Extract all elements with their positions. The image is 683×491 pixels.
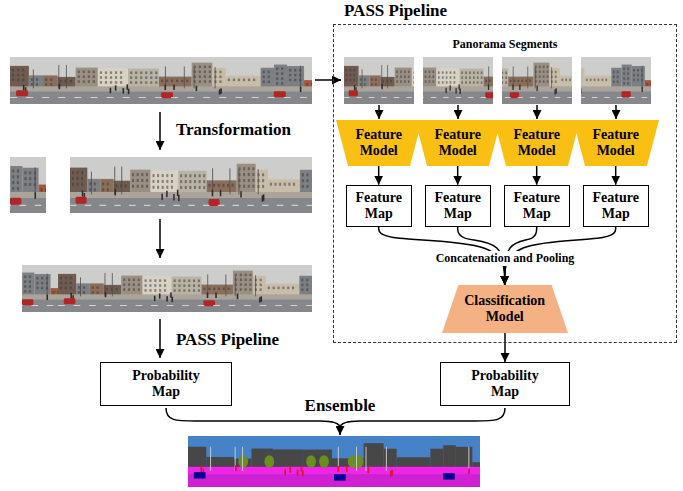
flow-arrow xyxy=(159,112,161,150)
flow-arrow xyxy=(378,105,380,119)
node-label: Classification Model xyxy=(455,293,555,325)
feature-map: Feature Map xyxy=(504,185,570,227)
shifted-panorama-photo xyxy=(58,265,373,312)
classification-model: Classification Model xyxy=(442,285,568,333)
segmentation-result xyxy=(188,436,504,487)
step-label: Ensemble xyxy=(305,397,376,416)
feature-model: Feature Model xyxy=(336,120,422,166)
flow-arrow xyxy=(159,219,161,258)
step-label: PASS Pipeline xyxy=(176,331,279,350)
section-label: Panorama Segments xyxy=(453,38,558,51)
panorama-photo-content xyxy=(10,57,337,104)
trapezoid xyxy=(415,120,501,166)
trapezoid xyxy=(494,120,580,166)
cut-piece-photo-content xyxy=(0,157,70,213)
flow-connector xyxy=(457,166,459,185)
node-label: Feature Model xyxy=(428,127,488,159)
operation-label: Concatenation and Pooling xyxy=(432,251,579,266)
segment-photo xyxy=(418,57,671,104)
node-label: Probability Map xyxy=(459,368,551,400)
panorama-photo xyxy=(10,57,337,104)
remaining-photo-content xyxy=(70,157,370,213)
flow-arrow xyxy=(339,426,341,435)
probability-map: Probability Map xyxy=(100,362,232,406)
step-label: Transformation xyxy=(176,121,291,140)
flow-connector xyxy=(536,166,538,185)
feature-model: Feature Model xyxy=(573,120,659,166)
shifted-panorama-photo-content xyxy=(58,265,373,312)
flow-arrow xyxy=(536,105,538,119)
flow-arrow xyxy=(457,105,459,119)
probability-map: Probability Map xyxy=(440,362,570,406)
flow-arrow xyxy=(159,319,161,358)
node-label: Feature Map xyxy=(509,190,565,222)
feature-model: Feature Model xyxy=(415,120,501,166)
node-label: Feature Map xyxy=(351,190,407,222)
remaining-photo xyxy=(70,157,370,213)
flow-connector xyxy=(504,333,506,362)
node-label: Probability Map xyxy=(120,368,212,400)
trapezoid xyxy=(573,120,659,166)
flow-arrow xyxy=(315,79,341,81)
segmentation-result-content xyxy=(188,436,504,487)
feature-map: Feature Map xyxy=(346,185,412,227)
flow-connector xyxy=(378,166,380,185)
node-label: Feature Model xyxy=(507,127,567,159)
node-label: Feature Model xyxy=(349,127,409,159)
trapezoid xyxy=(336,120,422,166)
feature-model: Feature Model xyxy=(494,120,580,166)
flow-connector xyxy=(615,166,617,185)
segment-photo-content xyxy=(418,57,671,104)
cut-piece-photo xyxy=(0,157,70,213)
feature-map: Feature Map xyxy=(583,185,649,227)
frame-title: PASS Pipeline xyxy=(344,2,447,21)
trapezoid xyxy=(442,285,568,333)
node-label: Feature Map xyxy=(430,190,486,222)
pipeline-frame: PASS PipelineFeature ModelFeature ModelF… xyxy=(333,24,677,343)
feature-map: Feature Map xyxy=(425,185,491,227)
node-label: Feature Model xyxy=(586,127,646,159)
flow-arrow xyxy=(615,105,617,119)
node-label: Feature Map xyxy=(588,190,644,222)
